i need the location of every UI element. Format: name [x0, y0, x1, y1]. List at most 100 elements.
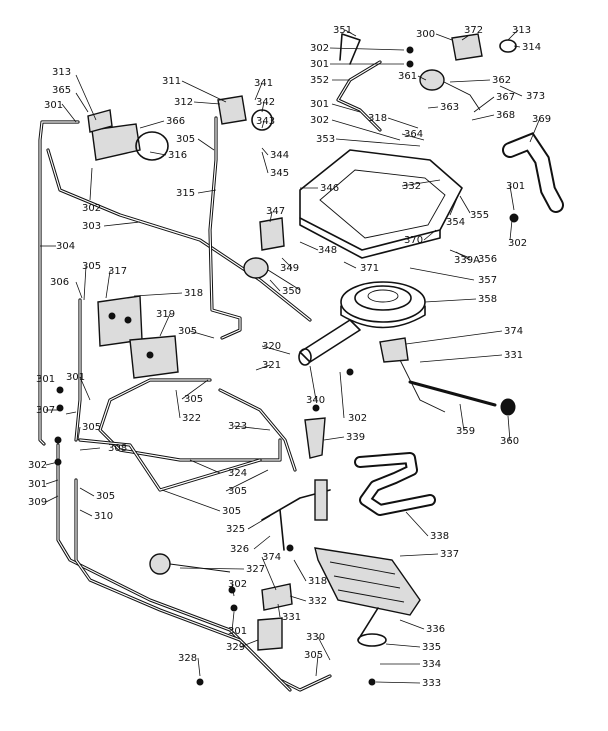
callout-313: 313 — [512, 25, 531, 36]
callout-322: 322 — [182, 413, 201, 424]
callout-324: 324 — [228, 468, 247, 479]
callout-348: 348 — [318, 245, 337, 256]
valve-361 — [419, 69, 481, 111]
igniter-bracket-374 — [379, 337, 446, 413]
callout-327: 327 — [246, 564, 265, 575]
callout-307: 307 — [36, 405, 55, 416]
callout-373: 373 — [526, 91, 545, 102]
callout-312: 312 — [174, 97, 193, 108]
callout-325: 325 — [226, 524, 245, 535]
bracket-374b — [261, 583, 293, 611]
gas-tube-306 — [74, 298, 82, 442]
callout-302: 302 — [28, 460, 47, 471]
electrode-350 — [243, 257, 301, 291]
gas-tube-315 — [208, 116, 242, 340]
callout-302: 302 — [310, 115, 329, 126]
callout-357: 357 — [478, 275, 497, 286]
callout-318: 318 — [184, 288, 203, 299]
callout-304: 304 — [56, 241, 75, 252]
valve-311 — [217, 95, 273, 131]
broiler-burner-337 — [314, 547, 421, 616]
callout-344: 344 — [270, 150, 289, 161]
callout-345: 345 — [270, 168, 289, 179]
callout-335: 335 — [422, 642, 441, 653]
callout-374: 374 — [504, 326, 523, 337]
callout-336: 336 — [426, 624, 445, 635]
callout-318: 318 — [368, 113, 387, 124]
knob-360 — [500, 398, 516, 416]
callout-346: 346 — [320, 183, 339, 194]
gas-line-303 — [46, 148, 312, 322]
callout-370: 370 — [404, 235, 423, 246]
gas-tube-323 — [218, 388, 297, 472]
callout-313: 313 — [52, 67, 71, 78]
gas-tube-322 — [98, 378, 282, 462]
manifold-tube-304 — [38, 120, 80, 446]
callout-349: 349 — [280, 263, 299, 274]
callout-339: 339 — [346, 432, 365, 443]
callout-310: 310 — [94, 511, 113, 522]
callout-326: 326 — [230, 544, 249, 555]
callout-355: 355 — [470, 210, 489, 221]
callout-301: 301 — [28, 479, 47, 490]
callout-315: 315 — [176, 188, 195, 199]
callout-308: 308 — [108, 443, 127, 454]
tube-338 — [354, 452, 436, 516]
gas-tube-309 — [56, 443, 332, 692]
callout-340: 340 — [306, 395, 325, 406]
callout-329: 329 — [226, 642, 245, 653]
callout-303: 303 — [82, 221, 101, 232]
callout-334: 334 — [422, 659, 441, 670]
callout-328: 328 — [178, 653, 197, 664]
callout-353: 353 — [316, 134, 335, 145]
callout-339a: 339A — [454, 255, 480, 266]
clip-313 — [499, 39, 517, 53]
callout-354: 354 — [446, 217, 465, 228]
valve-329 — [257, 617, 283, 651]
callout-309: 309 — [28, 497, 47, 508]
handle-351 — [339, 33, 361, 65]
callout-302: 302 — [508, 238, 527, 249]
callout-360: 360 — [500, 436, 519, 447]
callout-301: 301 — [44, 100, 63, 111]
callout-318: 318 — [308, 576, 327, 587]
callout-362: 362 — [492, 75, 511, 86]
callout-305: 305 — [228, 486, 247, 497]
callout-366: 366 — [166, 116, 185, 127]
callout-305: 305 — [178, 326, 197, 337]
callout-302: 302 — [82, 203, 101, 214]
callout-367: 367 — [496, 92, 515, 103]
callout-314: 314 — [522, 42, 541, 53]
callout-365: 365 — [52, 85, 71, 96]
callout-306: 306 — [50, 277, 69, 288]
callout-358: 358 — [478, 294, 497, 305]
callout-305: 305 — [82, 422, 101, 433]
callout-364: 364 — [404, 129, 423, 140]
valve-366 — [91, 123, 169, 161]
callout-labels: 351 302 301 300 372 313 314 352 361 362 … — [28, 25, 551, 689]
callout-302: 302 — [310, 43, 329, 54]
callout-311: 311 — [162, 76, 181, 87]
sensor-327 — [149, 553, 231, 575]
valve-319 — [129, 335, 179, 379]
callout-331: 331 — [504, 350, 523, 361]
callout-305: 305 — [176, 134, 195, 145]
callout-321: 321 — [262, 360, 281, 371]
callout-301: 301 — [36, 374, 55, 385]
callout-368: 368 — [496, 110, 515, 121]
callout-305: 305 — [82, 261, 101, 272]
callout-342: 342 — [256, 97, 275, 108]
callout-332: 332 — [308, 596, 327, 607]
callout-301: 301 — [310, 99, 329, 110]
callout-359: 359 — [456, 426, 475, 437]
burner-tube-340 — [298, 319, 361, 366]
callout-347: 347 — [266, 206, 285, 217]
callout-301: 301 — [66, 372, 85, 383]
burner-box-348 — [299, 149, 463, 259]
leader-lines — [40, 29, 541, 684]
callout-337: 337 — [440, 549, 459, 560]
callout-351: 351 — [333, 25, 352, 36]
callout-374: 374 — [262, 552, 281, 563]
